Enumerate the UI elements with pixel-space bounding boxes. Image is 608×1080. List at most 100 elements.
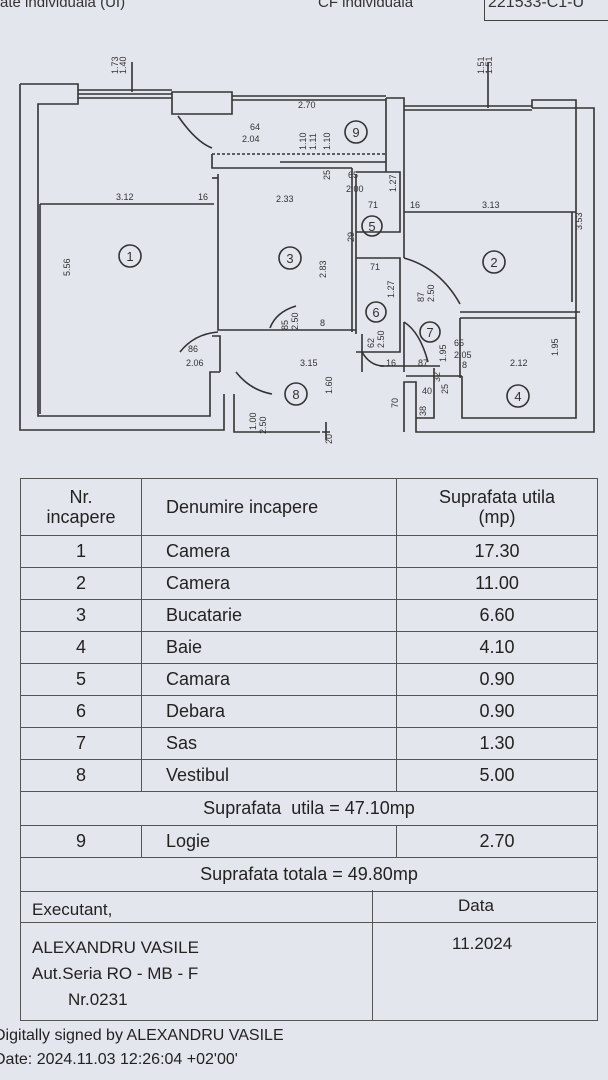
dim-label: 65: [348, 170, 358, 180]
dim-label: 1.60: [324, 376, 334, 394]
dim-label: 1.51: [484, 56, 494, 74]
room-nr: 9: [20, 825, 142, 858]
room-area: 17.30: [396, 535, 598, 568]
room-name: Vestibul: [141, 759, 397, 792]
dim-label: 2.33: [276, 194, 294, 204]
signature-rule: [20, 922, 596, 923]
room-number: 9: [352, 125, 359, 140]
grand-total: Suprafata totala = 49.80mp: [20, 857, 598, 892]
dim-label: 65: [454, 338, 464, 348]
room-number: 3: [286, 251, 293, 266]
room-nr: 1: [20, 535, 142, 568]
dim-label: 1.95: [438, 344, 448, 362]
room-number: 8: [292, 387, 299, 402]
dim-label: 1.11: [308, 133, 318, 150]
room-area: 6.60: [396, 599, 598, 632]
dim-label: 3.15: [300, 358, 318, 368]
signature-date: 11.2024: [452, 934, 513, 953]
dim-label: 1.40: [118, 56, 128, 74]
grand-total-row: Suprafata totala = 49.80mp: [20, 857, 598, 892]
dim-label: 87: [416, 292, 426, 302]
room-name: Camera: [141, 535, 397, 568]
room-area: 0.90: [396, 663, 598, 696]
signature-frame: [20, 890, 598, 1021]
room-name: Baie: [141, 631, 397, 664]
dim-label: 2.50: [426, 284, 436, 302]
executant-authorization: Aut.Seria RO - MB - F: [32, 964, 199, 983]
dim-label: 3.13: [482, 200, 500, 210]
dim-label: 1.27: [388, 174, 398, 192]
dim-label: 1.10: [322, 132, 332, 150]
room-name: Sas: [141, 727, 397, 760]
dim-label: 29: [346, 232, 356, 242]
dim-label: 64: [250, 122, 260, 132]
room-nr: 4: [20, 631, 142, 664]
room-nr: 5: [20, 663, 142, 696]
room-area: 4.10: [396, 631, 598, 664]
room-area: 11.00: [396, 567, 598, 600]
dim-label: 16: [410, 200, 420, 210]
digital-signature: Digitally signed by ALEXANDRU VASILE Dat…: [0, 1024, 284, 1072]
room-nr: 7: [20, 727, 142, 760]
dim-label: 2.50: [290, 312, 300, 330]
useful-total-row: Suprafata utila = 47.10mp: [20, 791, 598, 826]
room-name: Bucatarie: [141, 599, 397, 632]
dim-label: 2.83: [318, 260, 328, 278]
dim-label: 25: [322, 170, 332, 180]
header-name: Denumire incapere: [141, 478, 397, 536]
dim-label: 2.50: [258, 416, 268, 434]
room-area: 5.00: [396, 759, 598, 792]
header-area: Suprafata utila (mp): [396, 478, 598, 536]
rooms-table: Nr. incapere Denumire incapere Suprafata…: [20, 478, 598, 892]
signed-by-line: Digitally signed by ALEXANDRU VASILE: [0, 1027, 284, 1044]
dim-label: 3.12: [116, 192, 134, 202]
dim-label: 2.70: [298, 100, 316, 110]
header-code-box: [484, 0, 608, 21]
room-number: 7: [426, 325, 433, 340]
dim-label: 2.12: [510, 358, 528, 368]
dim-label: 2.50: [376, 330, 386, 348]
room-nr: 2: [20, 567, 142, 600]
dim-label: 16: [386, 358, 396, 368]
dim-label: 38: [418, 406, 428, 416]
dim-label: 5.56: [62, 258, 72, 276]
room-number: 5: [368, 219, 375, 234]
room-nr: 6: [20, 695, 142, 728]
dim-label: 85: [280, 320, 290, 330]
useful-total: Suprafata utila = 47.10mp: [20, 791, 598, 826]
room-name: Camera: [141, 567, 397, 600]
header-code: 221533-C1-U: [488, 0, 585, 11]
dim-label: 62: [366, 338, 376, 348]
room-number: 6: [372, 305, 379, 320]
dim-label: 1.00: [248, 412, 258, 430]
dim-label: 3.53: [574, 212, 584, 230]
document-header: ate individuala (UI) CF individuala 2215…: [0, 0, 608, 22]
dim-label: 1.10: [298, 132, 308, 150]
room-area: 2.70: [396, 825, 598, 858]
dim-label: 71: [368, 200, 378, 210]
dim-label: 1.51: [476, 56, 486, 74]
executant-label: Executant,: [32, 900, 113, 919]
dim-label: 2.06: [186, 358, 204, 368]
room-name: Camara: [141, 663, 397, 696]
header-cf-label: CF individuala: [318, 0, 414, 11]
dim-label: 8: [320, 318, 325, 328]
header-left-fragment: ate individuala (UI): [0, 0, 126, 11]
dim-label: 71: [370, 262, 380, 272]
room-area: 0.90: [396, 695, 598, 728]
signature-block: Executant, Data ALEXANDRU VASILE Aut.Ser…: [20, 890, 598, 1030]
dim-label: 86: [188, 344, 198, 354]
room-number: 1: [126, 249, 133, 264]
dim-label: 16: [198, 192, 208, 202]
dim-label: 32: [432, 372, 442, 382]
header-nr: Nr. incapere: [20, 478, 142, 536]
floor-plan: 1.73 1.40 1.51 1.51 2.70 64 2.04 1.10 1.…: [0, 22, 608, 452]
